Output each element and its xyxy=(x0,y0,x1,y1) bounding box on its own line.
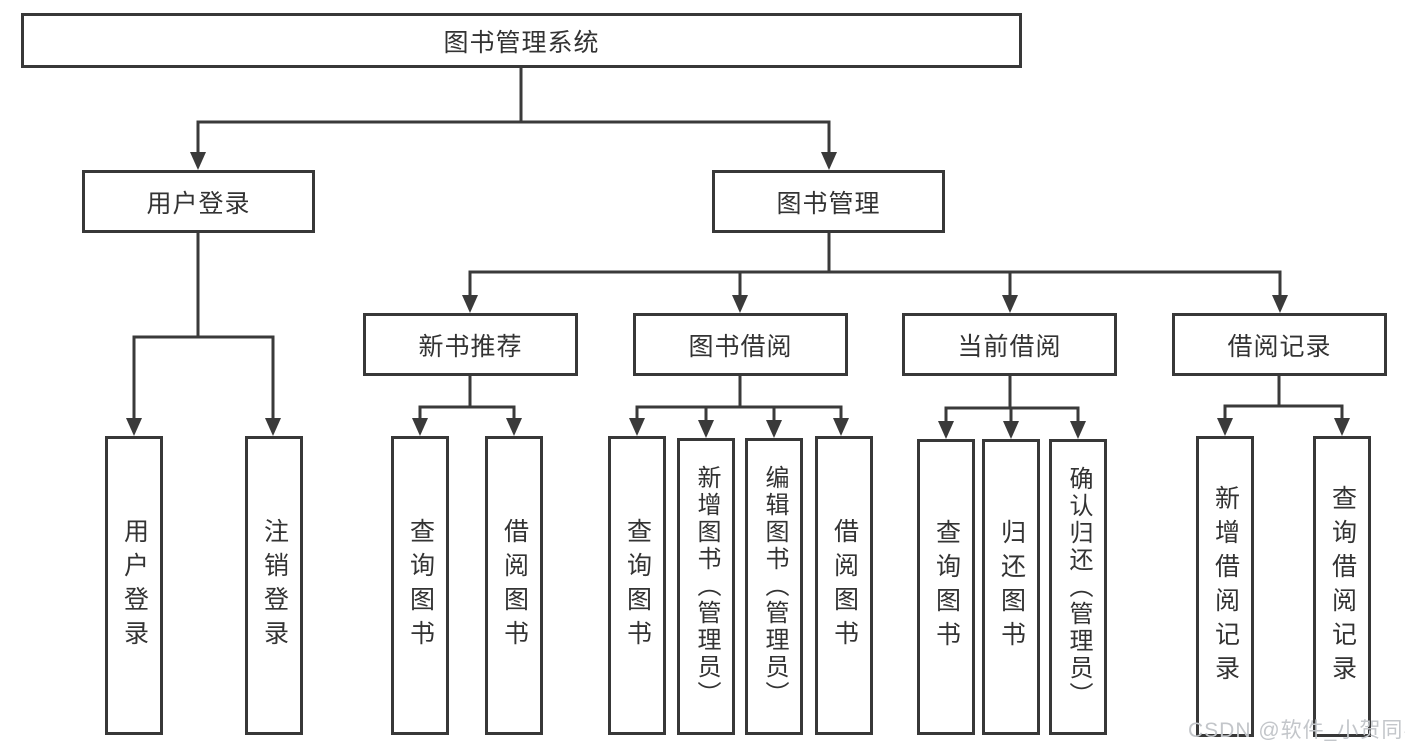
leaf-logout: 注销登录 xyxy=(245,436,303,735)
leaf-query-book-1: 查询图书 xyxy=(391,436,449,735)
leaf-add-book-admin: 新增图书（管理员） xyxy=(677,438,735,735)
node-new-book-recommend: 新书推荐 xyxy=(363,313,578,376)
leaf-edit-book-admin-label: 编辑图书（管理员） xyxy=(761,465,788,708)
leaf-query-borrow-record: 查询借阅记录 xyxy=(1313,436,1371,737)
leaf-edit-book-admin: 编辑图书（管理员） xyxy=(745,438,803,735)
node-root: 图书管理系统 xyxy=(21,13,1022,68)
node-current-borrow: 当前借阅 xyxy=(902,313,1117,376)
leaf-return-book-label: 归还图书 xyxy=(997,519,1026,655)
node-user-login-group: 用户登录 xyxy=(82,170,315,233)
node-book-borrow: 图书借阅 xyxy=(633,313,848,376)
node-borrow-record: 借阅记录 xyxy=(1172,313,1387,376)
leaf-add-borrow-record-label: 新增借阅记录 xyxy=(1211,484,1240,689)
leaf-borrow-book-1-label: 借阅图书 xyxy=(500,517,529,654)
leaf-query-borrow-record-label: 查询借阅记录 xyxy=(1328,484,1357,689)
node-book-management-label: 图书管理 xyxy=(776,189,881,218)
leaf-user-login: 用户登录 xyxy=(105,436,163,735)
leaf-confirm-return-admin-label: 确认归还（管理员） xyxy=(1065,465,1092,709)
node-user-login-group-label: 用户登录 xyxy=(146,189,251,218)
leaf-user-login-label: 用户登录 xyxy=(120,517,149,654)
leaf-confirm-return-admin: 确认归还（管理员） xyxy=(1049,439,1107,735)
node-root-label: 图书管理系统 xyxy=(443,28,600,57)
node-current-borrow-label: 当前借阅 xyxy=(957,332,1062,361)
leaf-query-book-3: 查询图书 xyxy=(917,439,975,735)
node-borrow-record-label: 借阅记录 xyxy=(1227,332,1332,361)
leaf-borrow-book-2-label: 借阅图书 xyxy=(830,517,859,654)
node-new-book-recommend-label: 新书推荐 xyxy=(418,332,523,361)
leaf-query-book-3-label: 查询图书 xyxy=(932,519,961,655)
leaf-borrow-book-2: 借阅图书 xyxy=(815,436,873,735)
node-book-borrow-label: 图书借阅 xyxy=(688,332,793,361)
leaf-query-book-1-label: 查询图书 xyxy=(406,517,435,654)
leaf-query-book-2-label: 查询图书 xyxy=(623,517,652,654)
node-book-management: 图书管理 xyxy=(712,170,945,233)
csdn-watermark: CSDN @软件_小贺同学 xyxy=(1188,719,1405,742)
leaf-return-book: 归还图书 xyxy=(982,439,1040,735)
leaf-logout-label: 注销登录 xyxy=(260,517,289,654)
leaf-query-book-2: 查询图书 xyxy=(608,436,666,735)
leaf-borrow-book-1: 借阅图书 xyxy=(485,436,543,735)
leaf-add-book-admin-label: 新增图书（管理员） xyxy=(693,465,720,708)
leaf-add-borrow-record: 新增借阅记录 xyxy=(1196,436,1254,737)
